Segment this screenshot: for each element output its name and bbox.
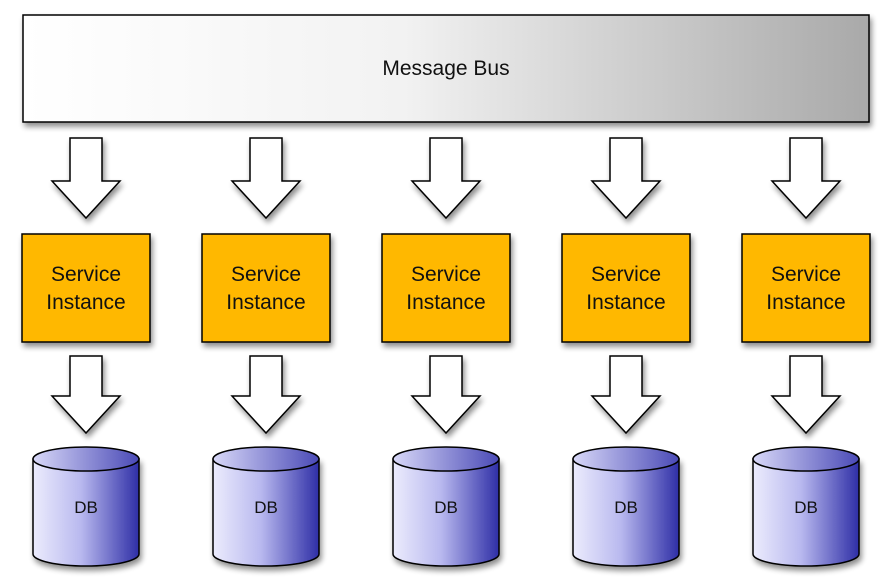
service-instance-box [201, 233, 331, 343]
arrow-down-icon [590, 137, 662, 220]
arrow-down-icon [410, 355, 482, 435]
database-label: DB [614, 498, 638, 517]
database-label: DB [794, 498, 818, 517]
database-cylinder: DB [752, 446, 860, 567]
message-bus: Message Bus [22, 14, 870, 123]
service-instance-box [381, 233, 511, 343]
database-top [212, 446, 320, 472]
database-top [572, 446, 680, 472]
database-top [392, 446, 500, 472]
database-icon [752, 458, 860, 567]
database-top [752, 446, 860, 472]
arrow-down-icon [230, 355, 302, 435]
database-label: DB [254, 498, 278, 517]
service-instance-label-line1: Service [771, 263, 841, 286]
database-cylinder: DB [212, 446, 320, 567]
database-icon [32, 458, 140, 567]
database-cylinder: DB [572, 446, 680, 567]
database-icon [392, 458, 500, 567]
service-instance-box [561, 233, 691, 343]
message-bus-box [22, 14, 870, 123]
arrow-down-icon [230, 137, 302, 220]
database-top [32, 446, 140, 472]
database-cylinder: DB [32, 446, 140, 567]
service-instance-box [21, 233, 151, 343]
service-instance-label-line1: Service [51, 263, 121, 286]
message-bus-label: Message Bus [382, 57, 509, 80]
service-columns: ServiceInstanceDBServiceInstanceDBServic… [21, 137, 871, 567]
service-instance-box [741, 233, 871, 343]
arrow-down-icon [770, 355, 842, 435]
service-instance-label-line1: Service [591, 263, 661, 286]
service-instance-label-line2: Instance [766, 291, 845, 314]
arrow-down-icon [410, 137, 482, 220]
service-instance-label-line2: Instance [586, 291, 665, 314]
arrow-down-icon [50, 137, 122, 220]
service-instance-label-line2: Instance [406, 291, 485, 314]
arrow-down-icon [50, 355, 122, 435]
service-instance-label-line2: Instance [46, 291, 125, 314]
database-label: DB [74, 498, 98, 517]
database-label: DB [434, 498, 458, 517]
database-icon [212, 458, 320, 567]
database-icon [572, 458, 680, 567]
database-cylinder: DB [392, 446, 500, 567]
service-instance-label-line2: Instance [226, 291, 305, 314]
service-instance-label-line1: Service [231, 263, 301, 286]
arrow-down-icon [590, 355, 662, 435]
arrow-down-icon [770, 137, 842, 220]
service-instance-label-line1: Service [411, 263, 481, 286]
